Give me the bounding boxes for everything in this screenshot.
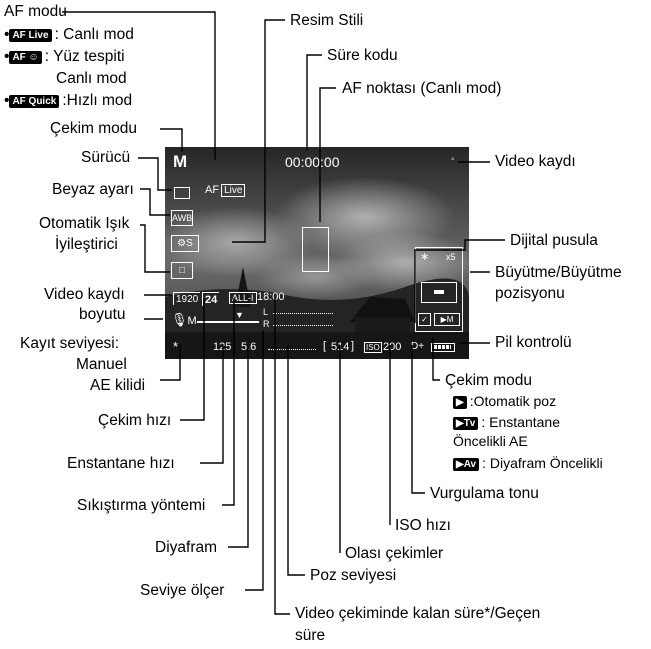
drive-single-icon <box>174 187 190 199</box>
label-vurgulama: Vurgulama tonu <box>430 484 539 503</box>
label-enstantane-hizi: Enstantane hızı <box>67 454 175 473</box>
level-marker: ▼ <box>235 310 244 320</box>
mode-letter: M <box>173 152 187 172</box>
level-meter-L <box>273 313 333 314</box>
label-video-kaydi: Video kaydı <box>495 152 576 171</box>
shots-remaining: 514 <box>331 341 349 353</box>
label-video-boyutu-2: boyutu <box>79 305 126 324</box>
af-text: AF <box>205 184 219 196</box>
label-kayit-2: Manuel <box>76 355 127 374</box>
label-cekim-hizi: Çekim hızı <box>98 411 171 430</box>
label-pil: Pil kontrolü <box>495 333 572 352</box>
label-af-canli: •AF Live: Canlı mod <box>4 25 134 44</box>
label-af-yuz: •AF ☺: Yüz tespiti <box>4 47 125 66</box>
movie-av-icon: ▶Av <box>453 458 479 471</box>
label-seviye-olcer: Seviye ölçer <box>140 581 224 600</box>
exposure-level-scale <box>268 345 316 350</box>
shooting-mode-icon: ▶M <box>434 313 460 326</box>
iso-badge: ISO <box>364 342 382 353</box>
label-resim-stili: Resim Stili <box>290 11 363 30</box>
mic-icon: 🎙M <box>171 312 197 328</box>
movie-auto-icon: ▶ <box>453 396 467 409</box>
label-enst-oncelikli-2: Öncelikli AE <box>453 432 528 451</box>
af-point-frame <box>302 227 329 272</box>
level-meter-R <box>273 325 333 326</box>
wb-indicator: AWB <box>171 210 193 226</box>
label-otomatik-2: İyileştirici <box>55 235 118 254</box>
manual-level-scale <box>197 321 259 323</box>
label-af-yuz-2: Canlı mod <box>56 69 127 88</box>
label-buyutme-1: Büyütme/Büyütme <box>495 263 622 282</box>
picture-style-letter: S <box>186 238 193 249</box>
highlight-tone: D+ <box>411 341 424 352</box>
movie-tv-icon: ▶Tv <box>453 417 478 430</box>
shots-open-bracket: [ <box>323 340 326 352</box>
level-L: L <box>263 307 268 317</box>
zoom-value: x5 <box>446 252 456 262</box>
af-face-icon: AF ☺ <box>9 51 41 64</box>
iso-value: 200 <box>383 341 401 353</box>
label-cekim-modu-bottom: Çekim modu <box>445 371 532 390</box>
label-video-kalan-2: süre <box>295 626 325 645</box>
label-video-kalan-1: Video çekiminde kalan süre*/Geçen <box>295 604 540 623</box>
magnify-asterisk: ∗ <box>420 250 429 263</box>
level-R: R <box>263 319 270 329</box>
movie-size: 1920 <box>173 292 200 305</box>
label-olasi: Olası çekimler <box>345 544 443 563</box>
label-sikistirma: Sıkıştırma yöntemi <box>77 496 205 515</box>
battery-icon <box>431 343 455 352</box>
auto-lighting-optimizer-icon: □ <box>171 262 193 279</box>
label-af-noktasi: AF noktası (Canlı mod) <box>342 79 501 98</box>
label-kayit-1: Kayıt seviyesi: <box>20 334 119 353</box>
label-surucu: Sürücü <box>81 148 130 167</box>
ae-lock-asterisk: * <box>173 339 178 354</box>
label-otomatik-poz: ▶:Otomatik poz <box>453 392 556 411</box>
shots-close-bracket: ] <box>351 340 354 352</box>
label-poz-seviyesi: Poz seviyesi <box>310 566 396 585</box>
label-cekim-modu-top: Çekim modu <box>50 119 137 138</box>
af-live-icon: AF Live <box>9 29 51 42</box>
af-quick-icon: AF Quick <box>9 95 59 108</box>
label-video-boyutu-1: Video kaydı <box>44 285 125 304</box>
remaining-time: 18:00 <box>257 291 285 303</box>
label-dijital-pusula: Dijital pusula <box>510 231 598 250</box>
compression-badge: ALL-I <box>229 292 257 304</box>
picture-style-indicator: ⚙S <box>171 235 199 252</box>
label-diyafram: Diyafram <box>155 538 217 557</box>
shutter-value: 125 <box>213 341 231 353</box>
label-enst-oncelikli-1: ▶Tv: Enstantane <box>453 413 560 432</box>
zoom-position-frame <box>421 282 457 303</box>
label-ae-kilidi: AE kilidi <box>90 376 145 395</box>
label-buyutme-2: pozisyonu <box>495 284 565 303</box>
digital-compass-icon: ✓ <box>418 313 431 326</box>
movie-rec-indicator: ◦ <box>451 154 455 165</box>
mic-badge: M <box>188 315 197 327</box>
timecode: 00:00:00 <box>285 154 340 170</box>
label-otomatik-1: Otomatik Işık <box>39 214 129 233</box>
label-diy-oncelikli: ▶Av: Diyafram Öncelikli <box>453 454 603 473</box>
label-beyaz-ayari: Beyaz ayarı <box>52 180 134 199</box>
aperture-value: 5.6 <box>241 341 256 353</box>
label-sure-kodu: Süre kodu <box>327 46 398 65</box>
af-live-badge: Live <box>221 184 245 197</box>
label-iso-hizi: ISO hızı <box>395 516 451 535</box>
label-af-hizli: •AF Quick:Hızlı mod <box>4 91 132 110</box>
label-af-modu: AF modu <box>4 2 67 21</box>
frame-rate: 24 <box>202 292 219 306</box>
